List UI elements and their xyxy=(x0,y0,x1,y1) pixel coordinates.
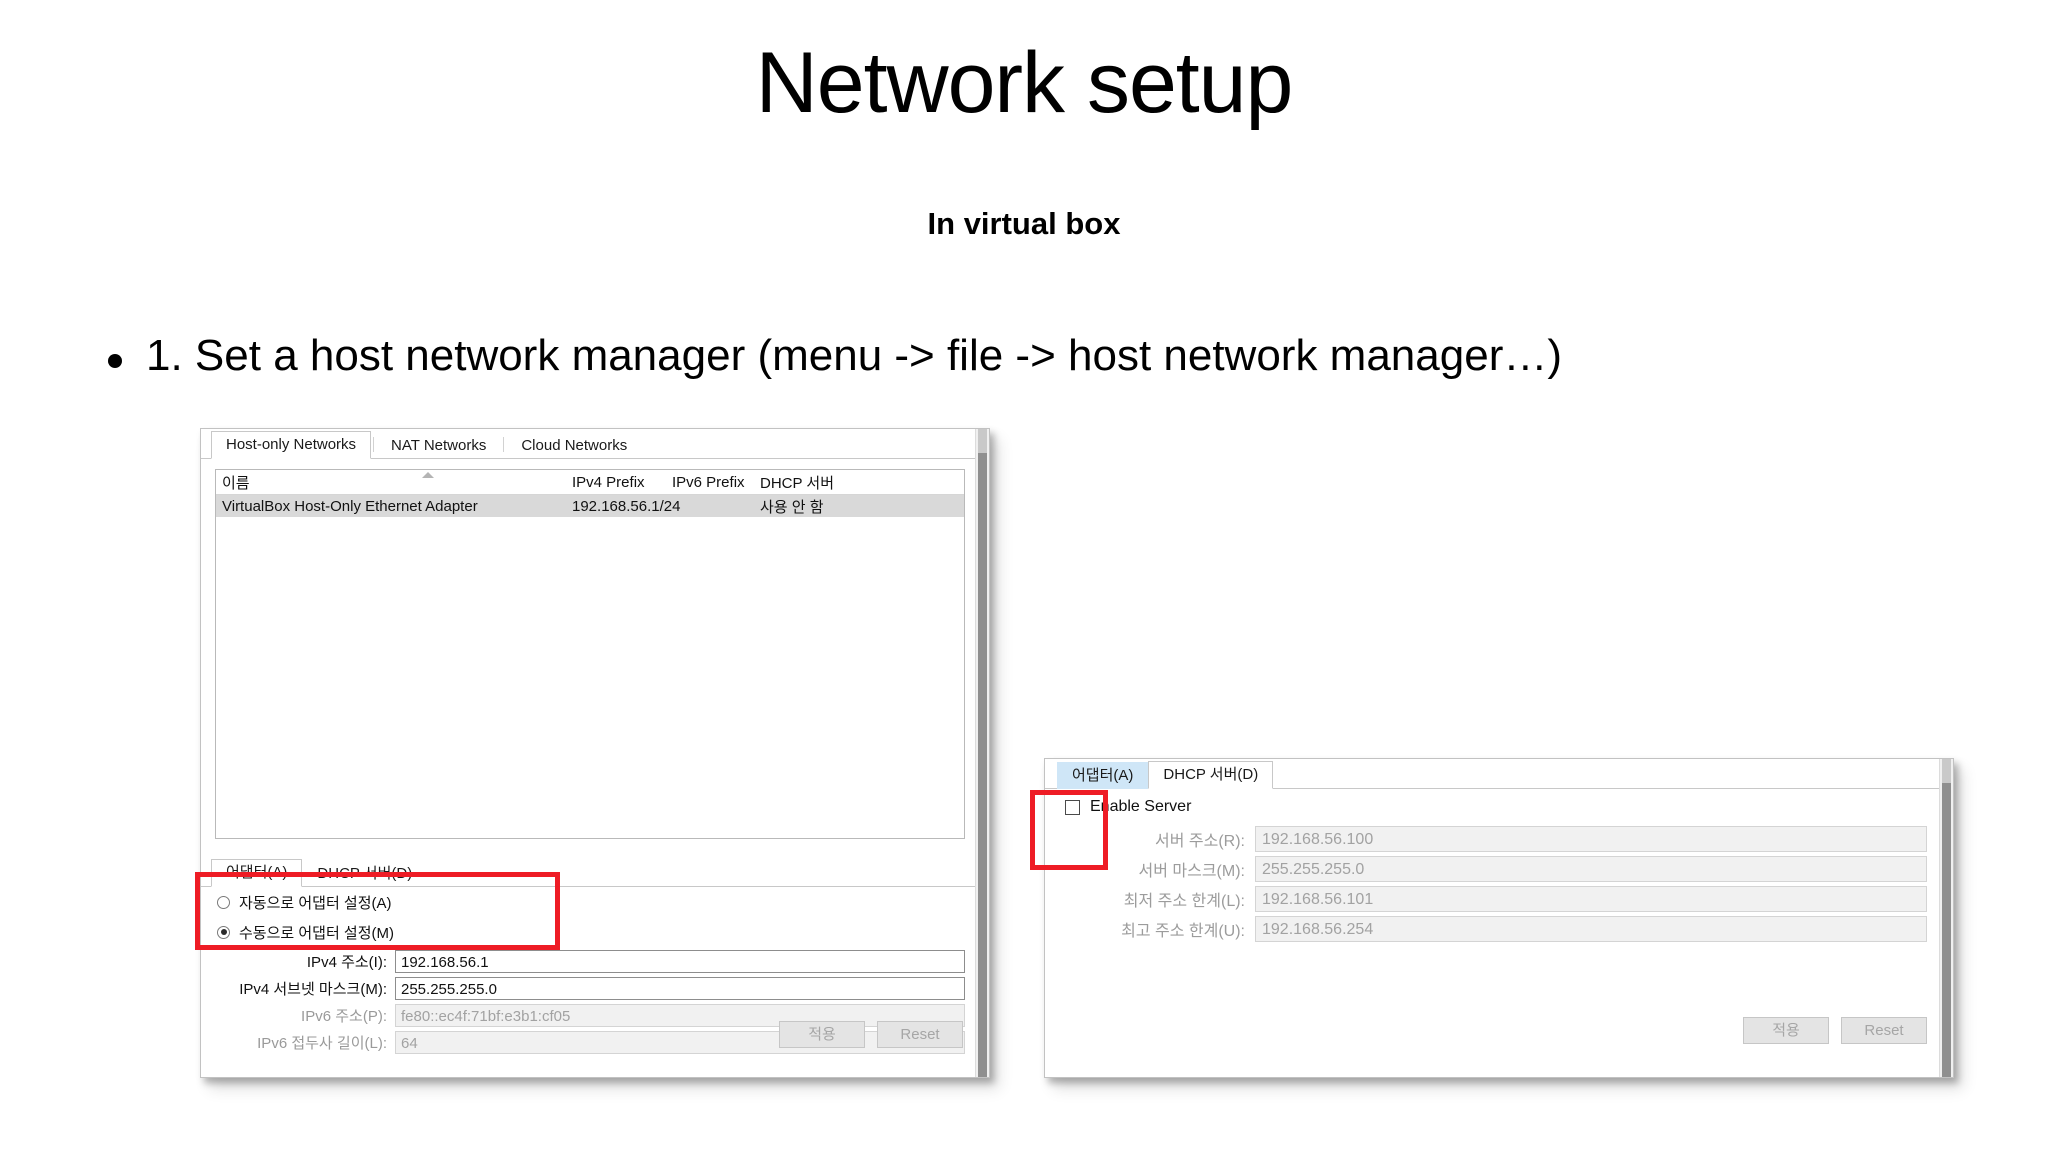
tab-dhcp-server[interactable]: DHCP 서버(D) xyxy=(1148,761,1274,789)
right-dialog-button-row: 적용 Reset xyxy=(1743,1017,1927,1044)
tab-nat-networks[interactable]: NAT Networks xyxy=(391,437,487,454)
radio-auto-adapter-row[interactable]: 자동으로 어댑터 설정(A) xyxy=(201,887,989,917)
left-dialog-button-row: 적용 Reset xyxy=(779,1021,963,1048)
cell-dhcp-server: 사용 안 함 xyxy=(760,498,824,516)
column-header-ipv6-prefix[interactable]: IPv6 Prefix xyxy=(672,473,745,491)
upper-address-bound-row: 최고 주소 한계(U): 192.168.56.254 xyxy=(1045,914,1953,944)
ipv4-address-row: IPv4 주소(I): 192.168.56.1 xyxy=(201,948,989,974)
enable-server-row[interactable]: Enable Server xyxy=(1045,790,1953,824)
left-dialog-scrollbar[interactable] xyxy=(975,429,989,1077)
ipv6-address-label: IPv6 주소(P): xyxy=(301,1007,387,1025)
page-subtitle: In virtual box xyxy=(927,206,1121,241)
lower-address-bound-label: 최저 주소 한계(L): xyxy=(1123,893,1245,910)
bullet-text: 1. Set a host network manager (menu -> f… xyxy=(146,331,1562,380)
tab-cloud-networks[interactable]: Cloud Networks xyxy=(521,437,628,454)
scrollbar-thumb[interactable] xyxy=(1942,783,1951,1077)
upper-address-bound-input: 192.168.56.254 xyxy=(1255,916,1927,942)
radio-auto-adapter-icon[interactable] xyxy=(217,895,230,909)
ipv4-subnet-mask-input[interactable]: 255.255.255.0 xyxy=(395,976,965,1000)
server-mask-label: 서버 마스크(M): xyxy=(1138,863,1245,880)
tab-separator xyxy=(373,437,375,452)
table-header-row: 이름 IPv4 Prefix IPv6 Prefix DHCP 서버 xyxy=(216,470,964,495)
tab-host-only-networks[interactable]: Host-only Networks xyxy=(211,431,372,459)
sort-ascending-icon xyxy=(422,472,434,478)
bullet-dot-icon xyxy=(108,354,122,368)
tab-adapter[interactable]: 어댑터(A) xyxy=(1057,762,1149,789)
annotation-box-enable-server-checkbox xyxy=(1030,790,1108,870)
ipv4-subnet-mask-row: IPv4 서브넷 마스크(M): 255.255.255.0 xyxy=(201,975,989,1001)
dhcp-dialog-tabstrip: 어댑터(A) DHCP 서버(D) xyxy=(1045,759,1953,789)
dhcp-settings-form: Enable Server 서버 주소(R): 192.168.56.100 서… xyxy=(1045,790,1953,944)
lower-address-bound-input: 192.168.56.101 xyxy=(1255,886,1927,912)
annotation-box-manual-adapter-settings xyxy=(195,872,560,950)
upper-address-bound-label: 최고 주소 한계(U): xyxy=(1121,923,1245,940)
column-header-dhcp-server[interactable]: DHCP 서버 xyxy=(760,474,834,492)
enable-server-label: Enable Server xyxy=(1090,798,1192,815)
server-address-input: 192.168.56.100 xyxy=(1255,826,1927,852)
ipv4-address-input[interactable]: 192.168.56.1 xyxy=(395,949,965,973)
ipv6-address-row: IPv6 주소(P): fe80::ec4f:71bf:e3b1:cf05 xyxy=(201,1002,989,1028)
reset-button[interactable]: Reset xyxy=(1841,1017,1927,1044)
scrollbar-track-top xyxy=(978,429,987,453)
ipv4-subnet-mask-label: IPv4 서브넷 마스크(M): xyxy=(239,980,387,998)
column-header-ipv4-prefix[interactable]: IPv4 Prefix xyxy=(572,473,645,491)
network-type-tabstrip: Host-only Networks NAT Networks Cloud Ne… xyxy=(201,429,989,459)
column-header-name[interactable]: 이름 xyxy=(222,474,250,492)
dhcp-server-window: 어댑터(A) DHCP 서버(D) Enable Server 서버 주소(R)… xyxy=(1044,758,1954,1078)
cell-adapter-name: VirtualBox Host-Only Ethernet Adapter xyxy=(222,497,478,515)
ipv6-prefix-length-label: IPv6 접두사 길이(L): xyxy=(257,1034,387,1052)
server-address-row: 서버 주소(R): 192.168.56.100 xyxy=(1045,824,1953,854)
host-network-manager-window: Host-only Networks NAT Networks Cloud Ne… xyxy=(200,428,990,1078)
cell-ipv4-prefix: 192.168.56.1/24 xyxy=(572,497,681,515)
radio-auto-adapter-label: 자동으로 어댑터 설정(A) xyxy=(239,894,392,912)
tab-separator xyxy=(503,437,505,452)
ipv6-address-input: fe80::ec4f:71bf:e3b1:cf05 xyxy=(395,1003,965,1027)
networks-table[interactable]: 이름 IPv4 Prefix IPv6 Prefix DHCP 서버 Virtu… xyxy=(215,469,965,839)
apply-button[interactable]: 적용 xyxy=(779,1021,865,1048)
scrollbar-thumb[interactable] xyxy=(978,453,987,1077)
radio-manual-adapter-icon[interactable] xyxy=(217,925,230,939)
bullet-item: 1. Set a host network manager (menu -> f… xyxy=(108,330,1908,381)
server-mask-input: 255.255.255.0 xyxy=(1255,856,1927,882)
reset-button[interactable]: Reset xyxy=(877,1021,963,1048)
radio-manual-adapter-row[interactable]: 수동으로 어댑터 설정(M) xyxy=(201,917,989,947)
page-title: Network setup xyxy=(755,35,1294,131)
lower-address-bound-row: 최저 주소 한계(L): 192.168.56.101 xyxy=(1045,884,1953,914)
server-mask-row: 서버 마스크(M): 255.255.255.0 xyxy=(1045,854,1953,884)
table-row[interactable]: VirtualBox Host-Only Ethernet Adapter 19… xyxy=(216,495,964,517)
server-address-label: 서버 주소(R): xyxy=(1155,833,1245,850)
scrollbar-track-top xyxy=(1942,759,1951,783)
right-dialog-scrollbar[interactable] xyxy=(1939,759,1953,1077)
adapter-settings-form: 자동으로 어댑터 설정(A) 수동으로 어댑터 설정(M) IPv4 주소(I)… xyxy=(201,887,989,1055)
enable-server-checkbox[interactable] xyxy=(1065,799,1080,815)
radio-manual-adapter-label: 수동으로 어댑터 설정(M) xyxy=(239,924,395,942)
apply-button[interactable]: 적용 xyxy=(1743,1017,1829,1044)
ipv4-address-label: IPv4 주소(I): xyxy=(306,953,387,971)
